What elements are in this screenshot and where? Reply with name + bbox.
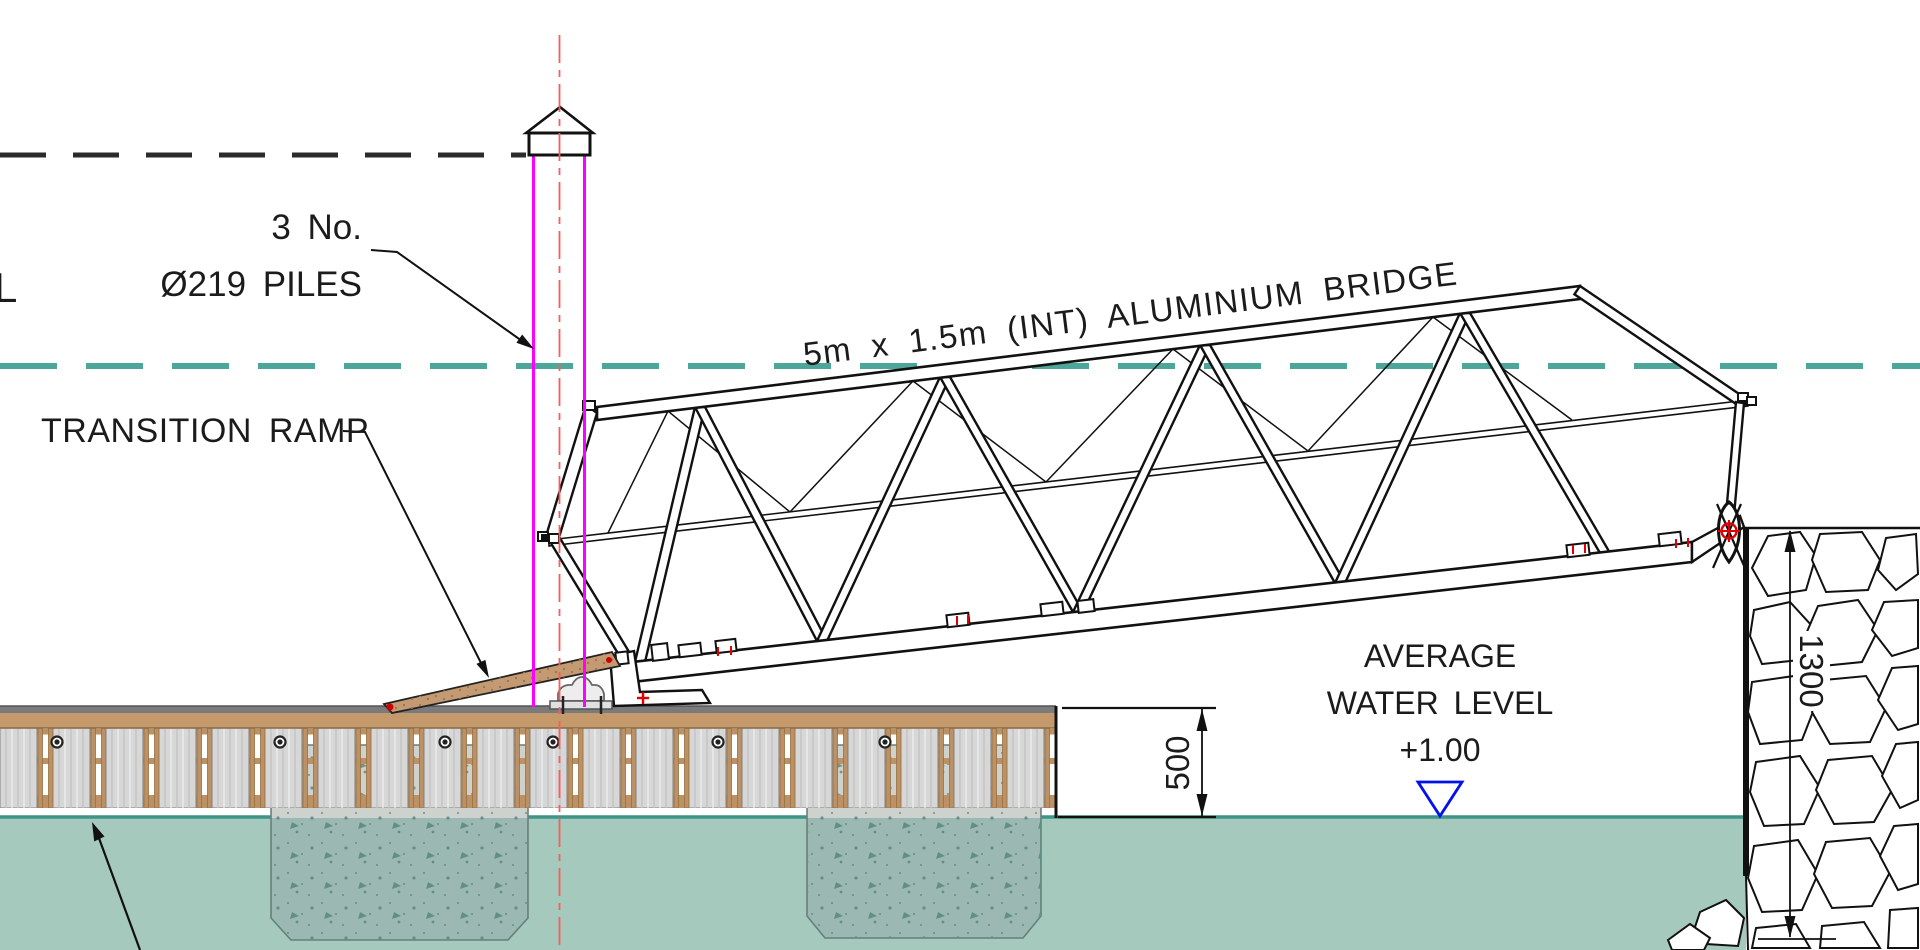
clipped-left-label: L: [0, 264, 18, 311]
red-centermarks: [637, 538, 1689, 704]
toe-rock-2: [1666, 922, 1712, 950]
left-end-post: [544, 403, 599, 546]
piles-label-line1: 3 No.: [271, 208, 362, 247]
awl-line3: +1.00: [1399, 732, 1481, 768]
wall-height-value: 1300: [1793, 631, 1830, 711]
bridge-bearing-foot: [608, 649, 713, 708]
wall-height-dimension-text: 1300: [1793, 616, 1830, 726]
awl-line1: AVERAGE: [1363, 638, 1517, 674]
pontoon-deck: [0, 705, 1058, 818]
transition-ramp-board: [382, 650, 622, 714]
quay-wall: [1743, 526, 1920, 950]
deck-bolts: [50, 735, 892, 749]
ramp-pin-right: [606, 657, 612, 663]
piles-label: 3 No. Ø219 PILES: [140, 199, 362, 313]
awl-line2: WATER LEVEL: [1326, 685, 1554, 721]
leader-transition-ramp: [342, 430, 489, 678]
truss-diagonals: [633, 311, 1613, 664]
transition-ramp-label: TRANSITION RAMP: [41, 412, 370, 450]
piles-label-line2: Ø219 PILES: [160, 265, 362, 304]
water-level-symbol: [1415, 780, 1465, 819]
dimension-1300: [1758, 530, 1836, 940]
left-end-diagonal: [547, 533, 633, 662]
bottom-chord-sockets: [614, 530, 1683, 666]
pile-guide-cleat: [549, 676, 613, 714]
average-water-level-label: AVERAGE WATER LEVEL +1.00: [1325, 633, 1555, 774]
leader-deck-underside: [92, 822, 142, 950]
ramp-pin-left: [386, 703, 394, 711]
freeboard-dimension-text: 500: [1159, 735, 1196, 791]
hinge-pin-symbol: [1718, 520, 1740, 542]
leader-piles: [370, 249, 534, 349]
rock-armour: [1666, 530, 1920, 950]
right-end-post-far: [1572, 284, 1750, 410]
dimension-500: [1058, 706, 1216, 819]
aluminium-truss-bridge: [537, 284, 1757, 708]
